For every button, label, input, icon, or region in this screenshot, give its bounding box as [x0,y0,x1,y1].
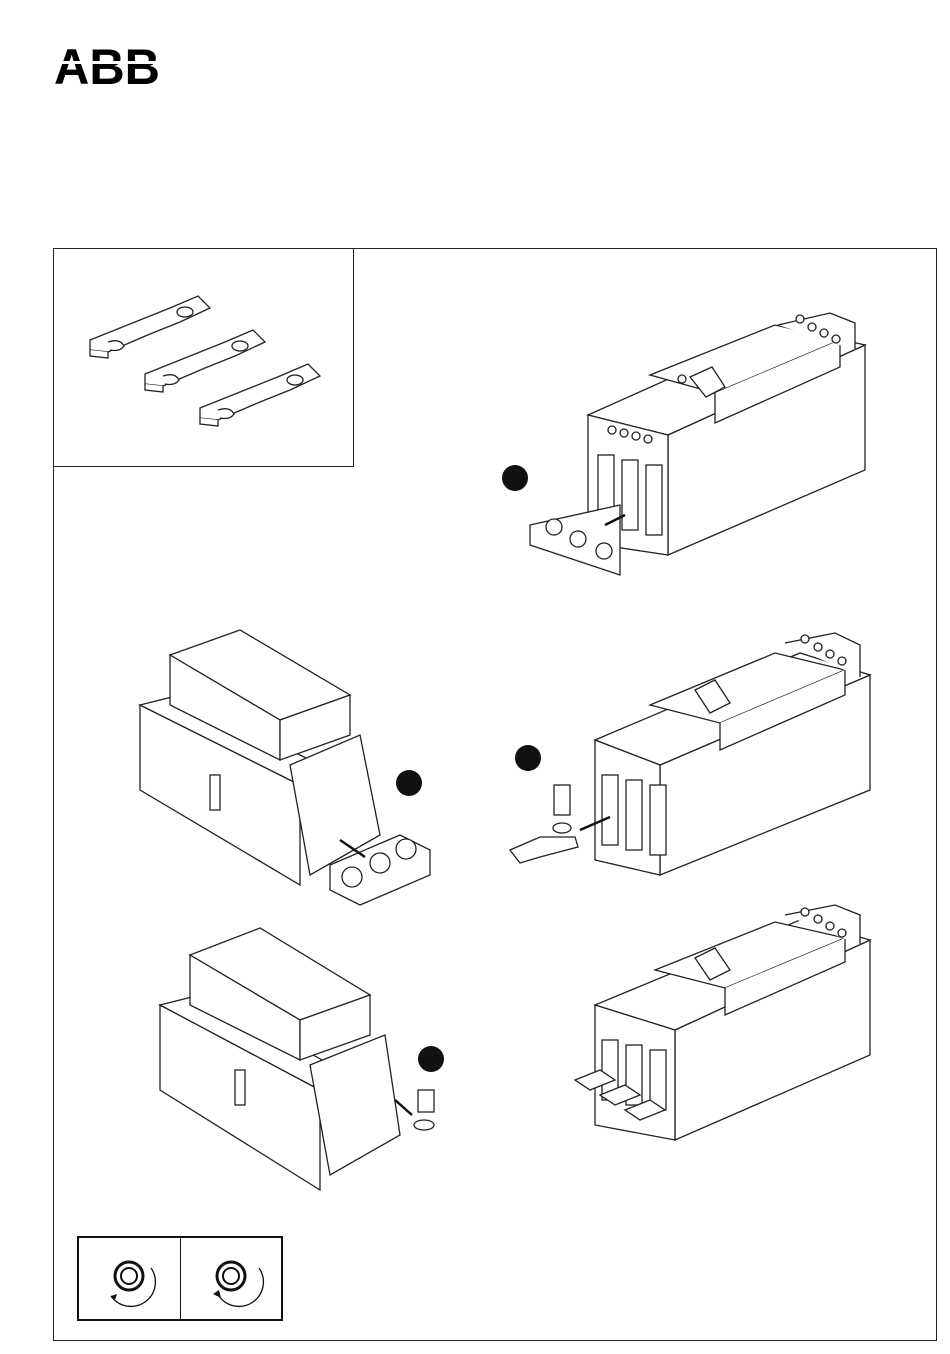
loosen-cell [180,1238,282,1319]
step-marker-icon [515,745,541,771]
step-marker-icon [418,1046,444,1072]
breaker-illustration-3 [500,625,875,885]
breaker-illustration-final [570,910,875,1150]
loosen-counterclockwise-icon [181,1238,283,1319]
step-marker-icon [396,770,422,796]
step-marker-icon [502,465,528,491]
breaker-illustration-1 [520,305,870,595]
breaker-illustration-4 [160,920,450,1200]
tighten-cell [79,1238,180,1319]
tighten-clockwise-icon [79,1238,181,1319]
torque-legend [77,1236,283,1321]
svg-text:ABB: ABB [54,40,160,86]
terminal-plate-icon [80,290,340,440]
breaker-illustration-2 [140,625,440,910]
abb-logo: ABB [54,40,160,86]
